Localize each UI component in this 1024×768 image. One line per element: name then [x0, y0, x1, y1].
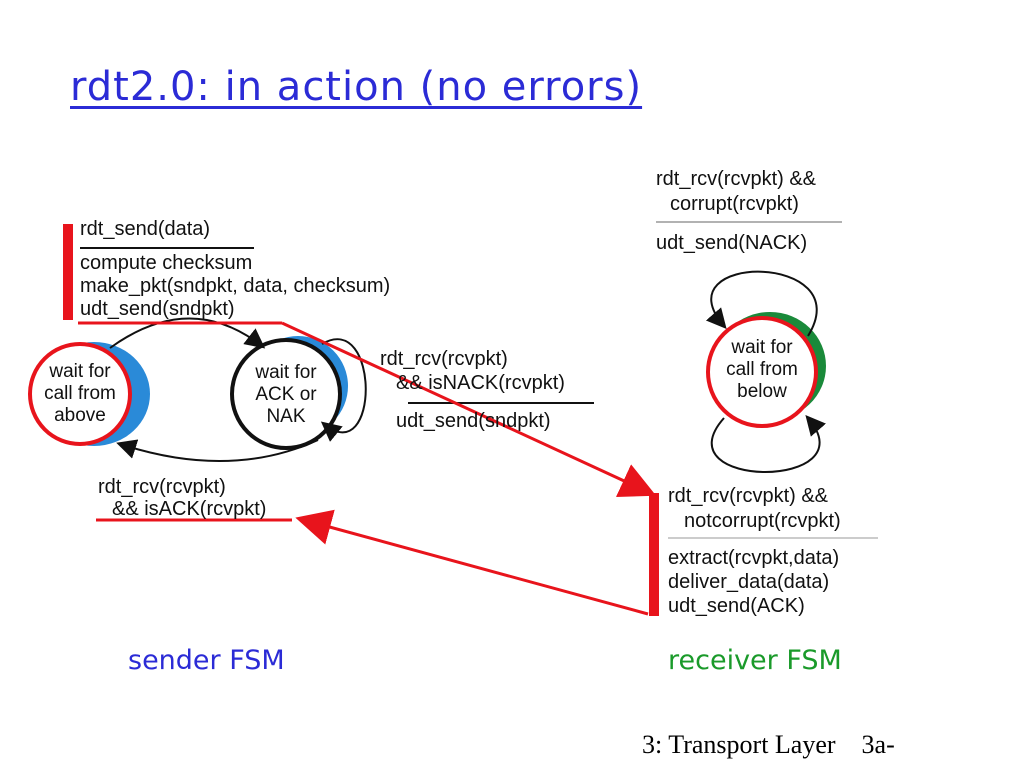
sender-arc-ack — [116, 439, 319, 463]
sender-send-action-1: compute checksum — [80, 252, 253, 274]
slide-title: rdt2.0: in action (no errors) — [70, 64, 643, 110]
sender-state-ack-label: wait for ACK or NAK — [255, 362, 317, 427]
sender-ack-event-1: rdt_rcv(rcvpkt) — [98, 476, 226, 498]
sender-state-call-from-above — [28, 342, 150, 446]
receiver-ok-event-2: notcorrupt(rcvpkt) — [684, 510, 841, 532]
sender-nak-event-2: && isNACK(rcvpkt) — [396, 372, 565, 394]
sender-fsm-caption: sender FSM — [128, 645, 285, 676]
sender-state-wait-ack-nak — [230, 336, 348, 450]
slide-footer: 3: Transport Layer 3a- — [642, 730, 895, 759]
receiver-ok-event-1: rdt_rcv(rcvpkt) && — [668, 485, 829, 507]
sender-nak-action: udt_send(sndpkt) — [396, 410, 551, 432]
receiver-ok-action-3: udt_send(ACK) — [668, 595, 805, 617]
receiver-loop-corrupt — [705, 270, 818, 337]
sender-send-action-2: make_pkt(sndpkt, data, checksum) — [80, 275, 391, 297]
receiver-highlight-bar — [649, 493, 659, 616]
receiver-ok-action-1: extract(rcvpkt,data) — [668, 547, 840, 569]
sender-ack-event-2: && isACK(rcvpkt) — [112, 498, 267, 520]
sender-nak-event-1: rdt_rcv(rcvpkt) — [380, 348, 508, 370]
sender-loop-nak — [320, 338, 367, 442]
receiver-fsm-caption: receiver FSM — [668, 645, 842, 676]
receiver-state-below-label: wait for call from below — [726, 337, 798, 402]
receiver-ok-action-2: deliver_data(data) — [668, 571, 830, 593]
flow-arrow-to-receiver — [281, 321, 657, 498]
sender-send-event: rdt_send(data) — [80, 218, 211, 240]
receiver-state-call-from-below — [706, 312, 826, 428]
receiver-corrupt-action: udt_send(NACK) — [656, 232, 808, 254]
sender-arc-send — [109, 317, 266, 349]
sender-state-call-label: wait for call from above — [44, 361, 116, 426]
sender-send-action-3: udt_send(sndpkt) — [80, 298, 235, 320]
receiver-loop-notcorrupt — [710, 414, 827, 473]
sender-highlight-bar — [63, 224, 73, 320]
receiver-corrupt-event-2: corrupt(rcvpkt) — [670, 193, 799, 215]
receiver-corrupt-event-1: rdt_rcv(rcvpkt) && — [656, 168, 817, 190]
flow-arrow-to-sender — [295, 509, 649, 616]
